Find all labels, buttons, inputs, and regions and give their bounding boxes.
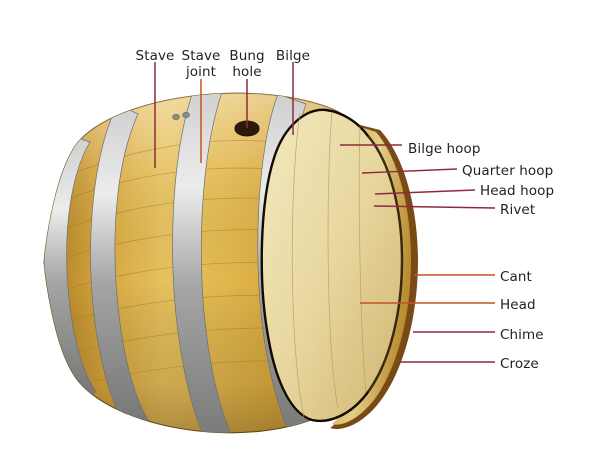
- label-head: Head: [500, 297, 536, 313]
- leader-head-hoop: [374, 189, 476, 195]
- label-croze: Croze: [500, 356, 539, 372]
- label-bung-hole-line1: Bung: [229, 48, 265, 64]
- leader-quarter-hoop: [361, 168, 458, 174]
- label-bung-hole-line2: hole: [232, 64, 262, 80]
- label-stave-line1: Stave: [135, 48, 175, 64]
- label-stave-joint-line1: Stave: [181, 48, 221, 64]
- label-bilge-line1: Bilge: [275, 48, 311, 64]
- label-bilge: Bilge: [276, 48, 310, 64]
- label-head-hoop: Head hoop: [480, 183, 555, 199]
- head-surface: [260, 108, 404, 423]
- leader-lines-right: [340, 144, 496, 363]
- label-stave: Stave: [136, 48, 175, 64]
- barrel-right-end: [260, 108, 418, 429]
- label-rivet: Rivet: [500, 202, 536, 218]
- label-bilge-hoop: Bilge hoop: [408, 141, 481, 157]
- label-cant: Cant: [500, 269, 532, 285]
- rivets-bilge-left: [172, 111, 190, 121]
- label-bung-hole: Bung hole: [229, 48, 264, 80]
- leader-lines-top: [154, 62, 294, 168]
- label-stave-joint: Stave joint: [182, 48, 221, 80]
- label-stave-joint-line2: joint: [185, 64, 217, 80]
- label-quarter-hoop: Quarter hoop: [462, 163, 554, 179]
- leader-rivet: [373, 205, 496, 209]
- hoop-bilge-left: [172, 93, 239, 433]
- head-plank-lines: [291, 111, 367, 419]
- label-chime: Chime: [500, 327, 544, 343]
